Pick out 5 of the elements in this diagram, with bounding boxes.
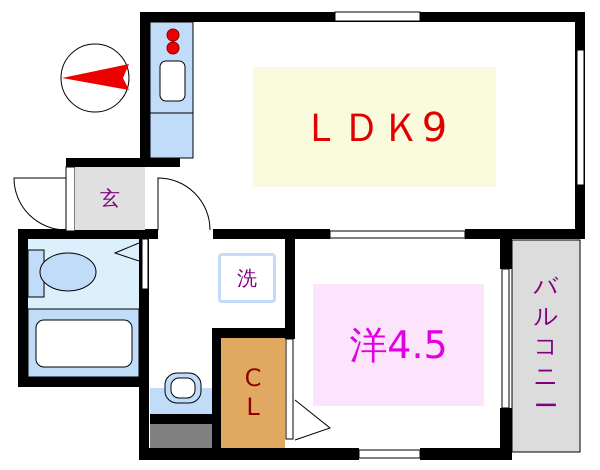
closet-label: C L <box>221 338 285 448</box>
washer-space: 洗 <box>218 253 276 303</box>
room-label: 洋4.5 <box>313 284 484 406</box>
room-label: ＬＤＫ9 <box>253 67 496 187</box>
room-label: 玄 <box>75 167 145 230</box>
